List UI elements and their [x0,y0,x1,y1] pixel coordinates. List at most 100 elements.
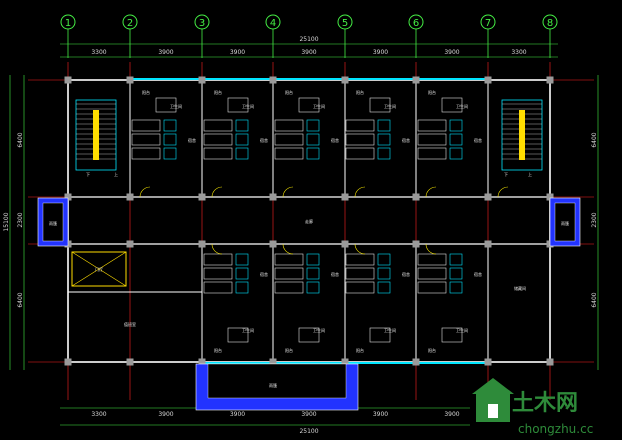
column [269,193,277,201]
bed [274,119,304,132]
balcony-label: 阳台 [356,89,364,95]
canopy-west-label: 雨篷 [49,220,57,226]
watermark-brand: 土木网 [512,390,578,416]
desk [377,253,391,266]
column [198,193,206,201]
door-swing [497,186,509,198]
column [484,76,492,84]
bottom-span-dim: 3300 [91,411,106,418]
balcony-label: 阳台 [214,89,222,95]
dorm-label: 宿舍 [402,271,410,277]
door-swing [282,243,294,255]
left-corridor-dim: 2300 [17,212,24,227]
axis-label-2: 2 [127,18,133,29]
bottom-span-dim: 3900 [230,411,245,418]
balcony-label: 阳台 [356,347,364,353]
door-swing [354,186,366,198]
top-span-dim: 3900 [230,49,245,56]
desk [306,119,320,132]
bed [345,119,375,132]
column [126,76,134,84]
column [546,193,554,201]
axis-label-6: 6 [413,18,419,29]
stair-down-label: 下 [86,172,90,177]
wall-layer [37,76,581,411]
desk [235,281,249,294]
canopy-east-label: 雨篷 [561,220,569,226]
column [412,76,420,84]
dorm-label: 宿舍 [331,137,339,143]
door-swing [282,186,294,198]
right-lower-dim: 6400 [591,292,598,307]
column [269,358,277,366]
entry-box-cross [71,251,127,287]
balcony-label: 阳台 [142,89,150,95]
bathroom-fixture [369,97,391,113]
bathroom-label: 卫生间 [242,103,254,109]
canopy-south-label: 雨篷 [269,382,277,388]
watermark: 土木网 chongzhu.cc [472,378,593,436]
bed [417,253,447,266]
desk [377,133,391,146]
bathroom-label: 卫生间 [384,103,396,109]
desk [306,133,320,146]
bathroom-fixture [227,327,249,343]
column [198,76,206,84]
column [126,358,134,366]
column [412,358,420,366]
axis-label-3: 3 [199,18,205,29]
bed [274,133,304,146]
room-layer: 下上下上雨篷雨篷雨篷门厅值班室储藏间阳台卫生间宿舍阳台卫生间宿舍阳台卫生间宿舍阳… [49,89,569,388]
door-swing [211,186,223,198]
stair-down-label: 下 [504,172,508,177]
bottom-span-dim: 3900 [301,411,316,418]
entry-label: 门厅 [95,266,103,272]
bed [417,133,447,146]
desk [163,119,177,132]
desk [377,119,391,132]
desk [449,147,463,160]
top-span-dim: 3900 [373,49,388,56]
balcony-label: 阳台 [428,347,436,353]
right-upper-dim: 6400 [591,132,598,147]
axis-label-5: 5 [342,18,348,29]
top-span-dim: 3900 [158,49,173,56]
desk [449,119,463,132]
dorm-label: 宿舍 [474,271,482,277]
balcony-label: 阳台 [285,89,293,95]
bathroom-fixture [298,97,320,113]
desk [235,253,249,266]
dorm-label: 宿舍 [188,137,196,143]
bathroom-label: 卫生间 [384,327,396,333]
bed [131,147,161,160]
bed [345,267,375,280]
bed [203,281,233,294]
column [198,358,206,366]
top-total-dim: 25100 [299,36,318,43]
stair-left [75,99,117,171]
desk [235,147,249,160]
column [269,240,277,248]
door-swing [425,243,437,255]
door-swing [354,243,366,255]
axis-label-1: 1 [65,18,71,29]
dorm-label: 宿舍 [474,137,482,143]
dorm-label: 宿舍 [260,137,268,143]
watermark-roof-icon [472,378,514,394]
bathroom-label: 卫生间 [313,103,325,109]
desk [306,253,320,266]
desk [377,267,391,280]
duty-label: 值班室 [124,321,136,327]
axis-label-8: 8 [547,18,553,29]
balcony-label: 阳台 [214,347,222,353]
column [64,193,72,201]
bed [417,267,447,280]
bed [345,133,375,146]
desk [377,147,391,160]
bed [274,147,304,160]
bed [345,281,375,294]
column [341,240,349,248]
column [546,358,554,366]
